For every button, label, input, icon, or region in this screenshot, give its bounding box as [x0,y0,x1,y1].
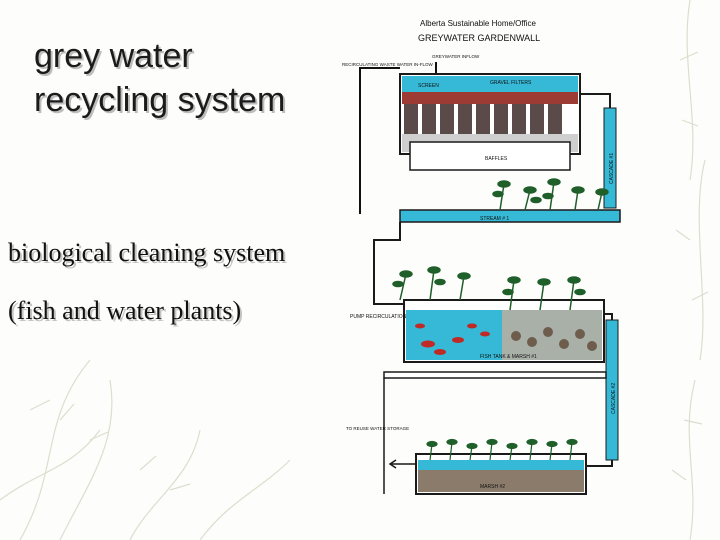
cascade-1-channel [603,107,617,209]
fish-group [415,323,490,355]
inflow-pipe [359,67,400,214]
pump-label: PUMP RECIRCULATION [350,314,407,320]
marsh-2-plants [426,438,578,461]
stream-plants [492,178,609,211]
shelf [383,371,607,379]
recirculating-inflow-label: RECIRCULATING WASTE WATER IN-FLOW [342,62,434,67]
baffles-box [409,141,571,171]
bullet-line-2: (fish and water plants) [8,296,242,325]
stream-to-fish-pipe [373,222,404,305]
slide-title: grey water recycling system [34,37,286,119]
reuse-outlet-arrow [388,459,416,469]
diagram-title-label: GREYWATER GARDENWALL [418,33,540,43]
marsh-2-tank [415,453,587,495]
stream-1-label: STREAM # 1 [480,216,509,222]
reuse-label: TO REUSE WATER STORAGE [346,426,409,431]
gravel-filters-label: GRAVEL FILTERS [490,80,532,86]
screen-label: SCREEN [418,83,439,89]
fish-tank-label: FISH TANK & MARSH #1 [480,354,537,360]
baffles-label: BAFFLES [485,156,508,162]
stream-1-channel [399,209,621,223]
diagram-org-label: Alberta Sustainable Home/Office [420,19,536,28]
cascade-2-channel [605,319,619,461]
greywater-gardenwall-diagram: Alberta Sustainable Home/Office GREYWATE… [342,19,621,495]
marsh-1-plants [392,266,586,311]
bullet-line-1: biological cleaning system [8,238,286,267]
greywater-inflow-label: GREYWATER INFLOW [432,54,480,59]
cascade-1-label: CASCADE #1 [609,153,615,184]
fish-tank-marsh-1 [403,299,605,363]
marsh-2-label: MARSH #2 [480,484,505,490]
cascade-2-label: CASCADE #2 [611,383,617,414]
